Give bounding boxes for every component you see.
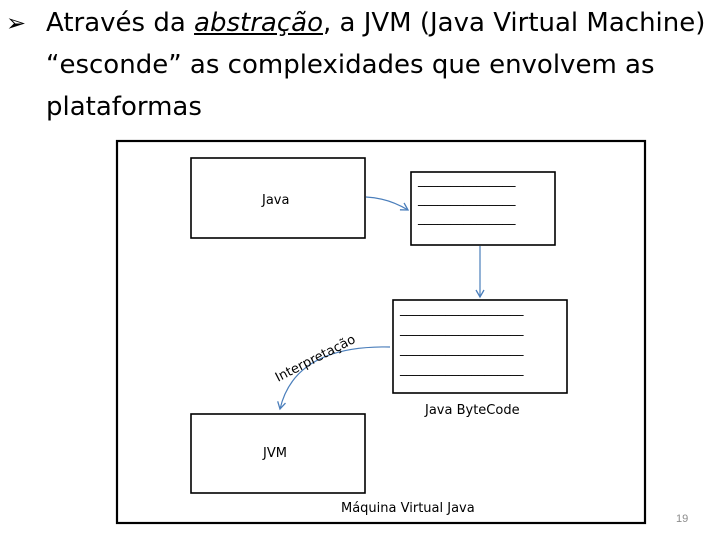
jvm-outer-frame xyxy=(115,139,647,525)
code-line-large-2: ___________________ xyxy=(399,322,524,337)
bytecode-label: Java ByteCode xyxy=(424,403,520,418)
jvm-box-label: JVM xyxy=(262,446,287,461)
bullet-text: Através da abstração, a JVM (Java Virtua… xyxy=(6,2,706,128)
bullet-text-emphasis: abstração xyxy=(194,8,323,38)
outer-frame-label: Máquina Virtual Java xyxy=(341,501,475,516)
jvm-box xyxy=(190,413,366,494)
interpretation-label: Interpretação xyxy=(273,332,358,385)
java-box-label: Java xyxy=(261,193,289,208)
code-line-large-1: ___________________ xyxy=(399,302,524,317)
code-box-small xyxy=(410,171,556,246)
page-number: 19 xyxy=(676,513,689,525)
code-line-small-3: _______________ xyxy=(417,211,516,226)
arrow-bytecode-to-jvm xyxy=(277,346,391,411)
bytecode-box xyxy=(392,299,568,394)
code-line-small-1: _______________ xyxy=(417,173,516,188)
code-line-large-3: ___________________ xyxy=(399,342,524,357)
bullet-text-suffix: , a JVM (Java Virtual Machine) “esconde”… xyxy=(46,8,706,122)
code-line-small-2: _______________ xyxy=(417,192,516,207)
code-line-large-4: ___________________ xyxy=(399,362,524,377)
bullet-text-prefix: Através da xyxy=(46,8,195,38)
bullet-arrow-icon: ➢ xyxy=(6,9,27,37)
java-box xyxy=(190,157,366,239)
arrow-java-to-code xyxy=(365,196,410,211)
bullet-point: ➢ Através da abstração, a JVM (Java Virt… xyxy=(6,2,706,128)
